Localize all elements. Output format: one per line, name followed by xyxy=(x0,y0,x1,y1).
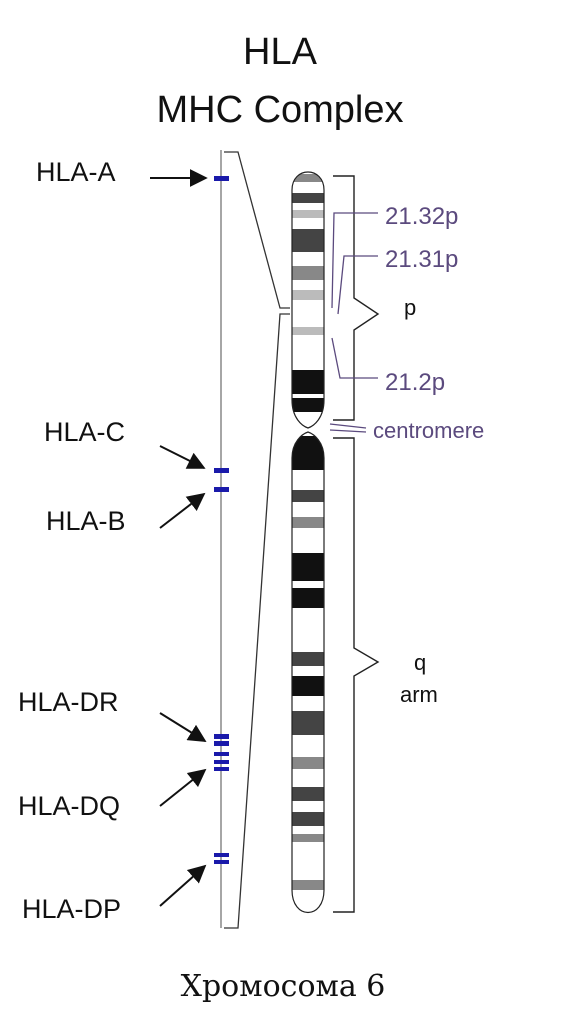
diagram-title-line2: MHC Complex xyxy=(156,89,403,131)
q-arm-label: q xyxy=(414,650,426,675)
band-label-21-31p: 21.31p xyxy=(385,246,458,273)
chromosome-q-arm xyxy=(291,431,325,914)
hla-c-marker xyxy=(214,468,229,473)
p-arm-label: p xyxy=(404,295,416,320)
hla-dq-marker xyxy=(214,760,229,764)
gene-label-hla-dr: HLA-DR xyxy=(18,687,119,717)
p-arm-brace xyxy=(333,175,380,421)
chromosome-caption: Хромосома 6 xyxy=(181,969,386,1004)
hla-a-marker xyxy=(214,176,229,181)
band-label-21-2p: 21.2p xyxy=(385,369,445,396)
hla-dp-marker xyxy=(214,853,229,857)
arrow-icon xyxy=(159,864,207,907)
hla-dr-marker xyxy=(214,734,229,739)
hla-b-marker xyxy=(214,487,229,492)
hla-dr-marker xyxy=(214,741,229,746)
gene-label-hla-b: HLA-B xyxy=(46,506,126,536)
arrow-icon xyxy=(159,712,207,742)
gene-arrows xyxy=(150,169,208,907)
arrow-icon xyxy=(159,492,206,529)
hla-dp-marker xyxy=(214,860,229,864)
band-leaders xyxy=(329,212,378,433)
diagram-title-line1: HLA xyxy=(243,31,318,73)
band-label-21-32p: 21.32p xyxy=(385,203,458,230)
gene-label-hla-dq: HLA-DQ xyxy=(18,791,120,821)
chromosome-p-arm xyxy=(291,171,325,429)
hla-dq-marker xyxy=(214,767,229,771)
zoom-connector xyxy=(224,151,290,929)
arrow-icon xyxy=(159,445,206,469)
hla-dq-marker xyxy=(214,752,229,756)
centromere-label: centromere xyxy=(373,418,484,443)
gene-markers xyxy=(214,176,229,864)
gene-label-hla-dp: HLA-DP xyxy=(22,894,121,924)
gene-label-hla-a: HLA-A xyxy=(36,157,116,187)
q-arm-brace xyxy=(333,437,380,913)
arrow-icon xyxy=(159,768,207,807)
q-arm-label-arm: arm xyxy=(400,682,438,707)
gene-label-hla-c: HLA-C xyxy=(44,417,125,447)
